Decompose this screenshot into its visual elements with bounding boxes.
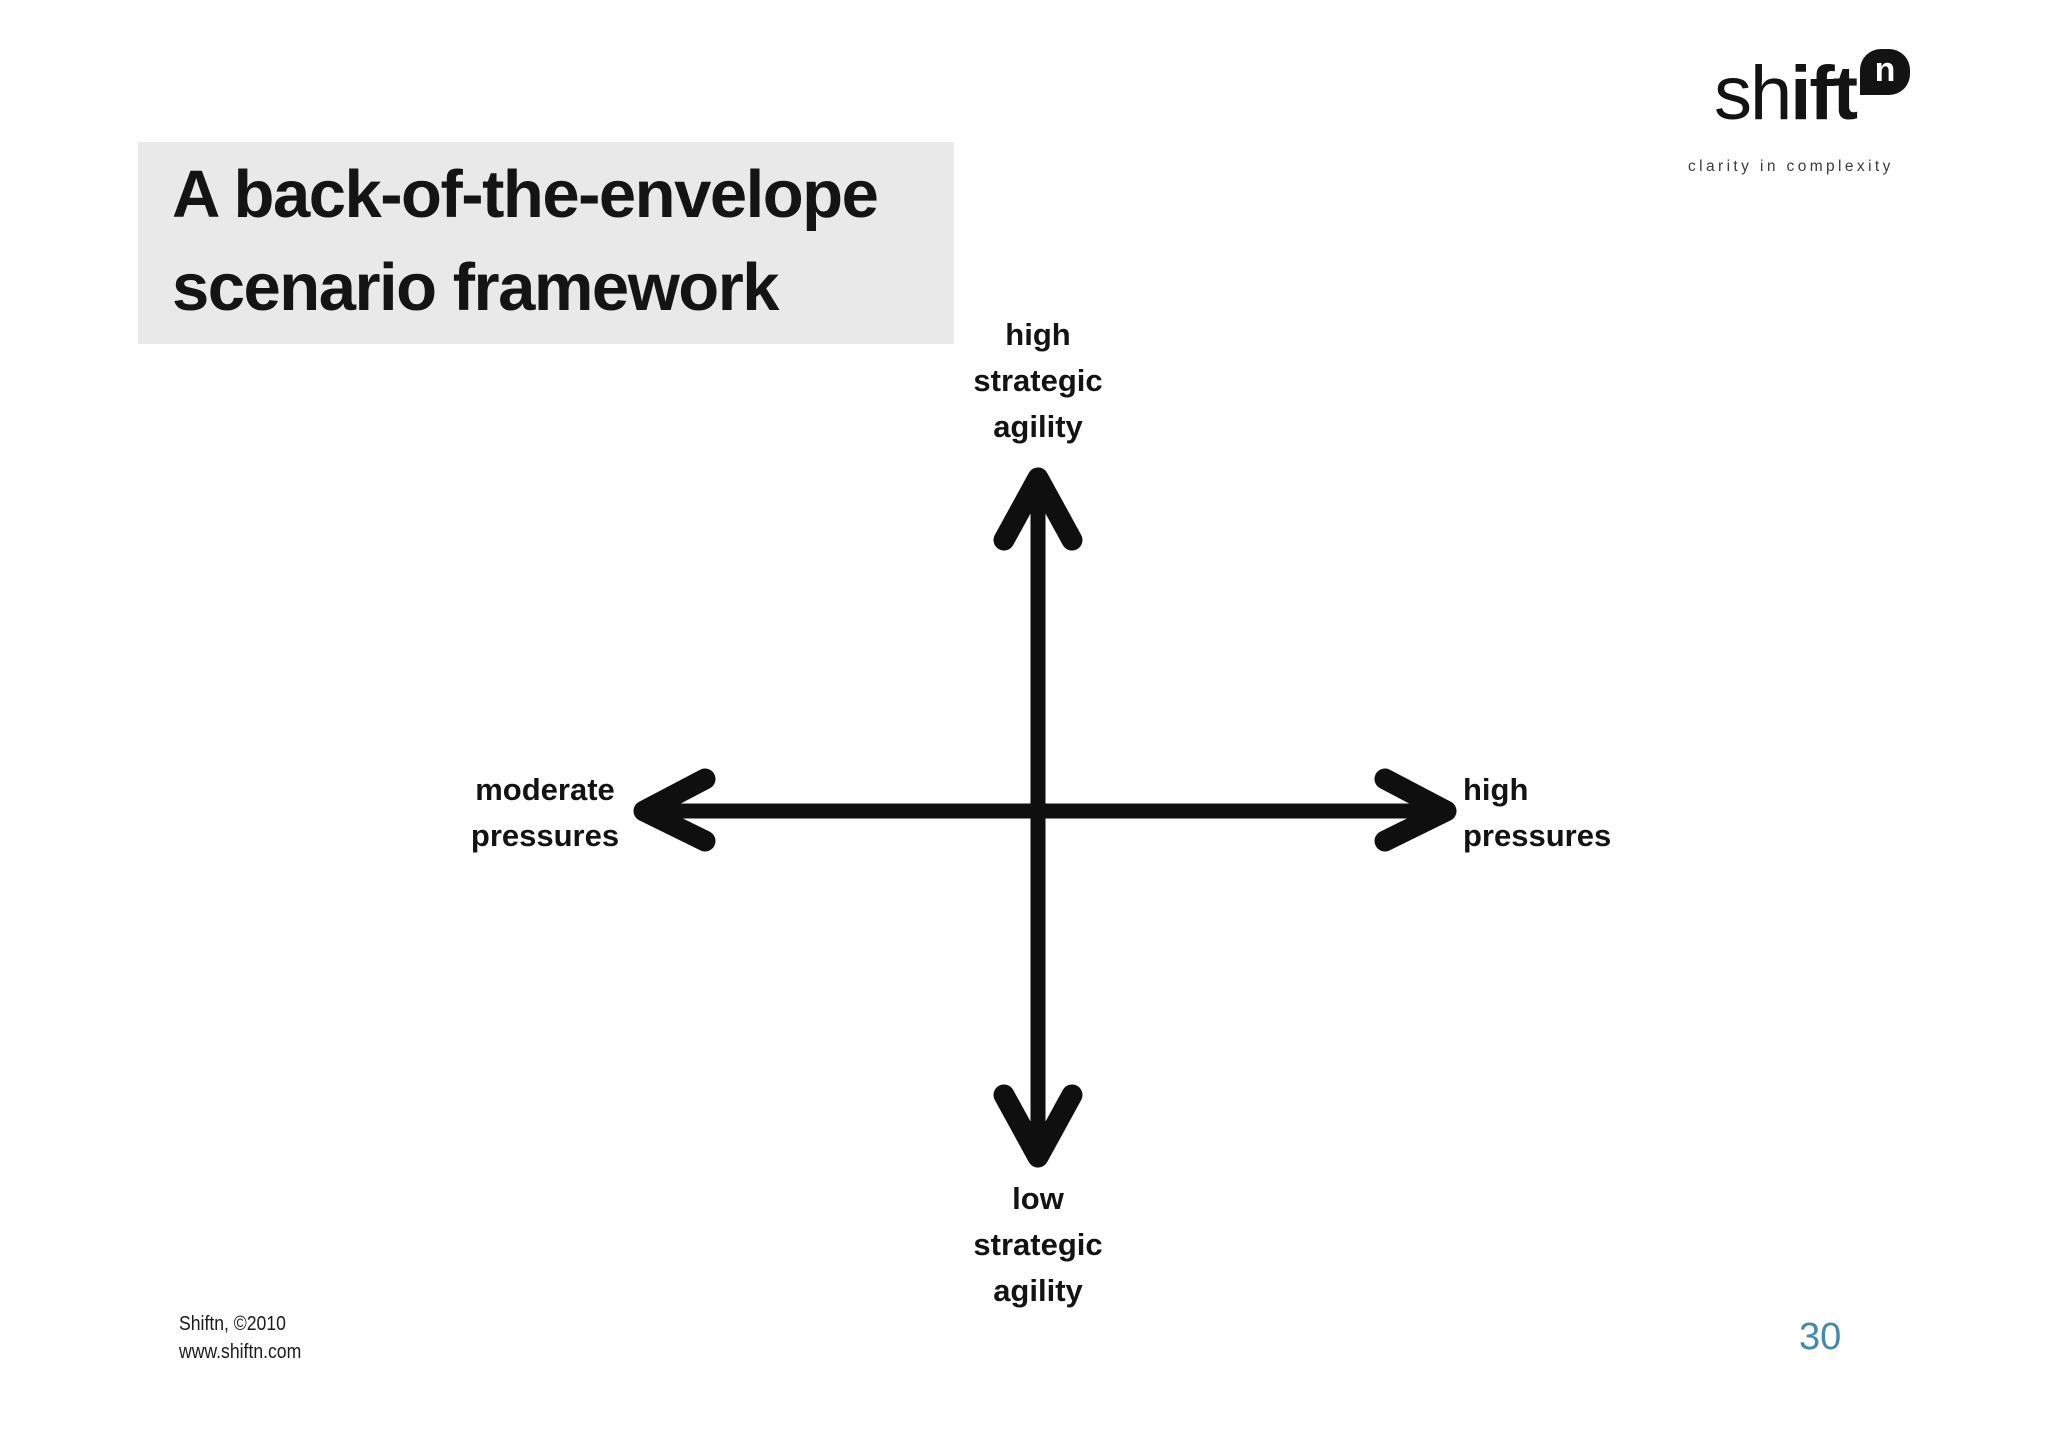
axis-label-bottom-line-3: agility [993,1273,1083,1308]
logo-text-bold: ift [1790,51,1858,136]
logo-badge-letter: n [1874,51,1896,89]
arrowhead-up-icon [993,467,1083,551]
axis-label-top-line-2: strategic [973,363,1103,398]
axis-label-top: high strategic agility [973,312,1102,450]
title-box: A back-of-the-envelope scenario framewor… [138,142,954,344]
logo-text-light: sh [1714,51,1792,136]
axis-label-right-line-1: high [1463,772,1529,807]
page-number: 30 [1799,1316,1842,1358]
footer: Shiftn, ©2010 www.shiftn.com [179,1310,301,1366]
arrowhead-down-icon [993,1084,1083,1168]
page-title: A back-of-the-envelope scenario framewor… [172,148,879,334]
logo-n-badge-icon: n [1860,49,1911,95]
axis-label-right-line-2: pressures [1463,818,1612,853]
page-title-line-2: scenario framework [172,250,780,325]
axis-label-right: high pressures [1463,767,1611,859]
axis-label-top-line-3: agility [993,409,1083,444]
axis-label-bottom-line-1: low [1012,1181,1064,1216]
arrowhead-left-icon [633,768,716,852]
arrowhead-right-icon [1374,768,1457,852]
page-title-line-1: A back-of-the-envelope [172,157,879,232]
axis-label-left: moderate pressures [440,767,650,859]
axis-label-bottom: low strategic agility [973,1176,1102,1314]
axis-label-top-line-1: high [1005,317,1071,352]
axis-label-left-line-2: pressures [470,818,620,853]
axis-label-bottom-line-2: strategic [973,1227,1103,1262]
logo-tagline: clarity in complexity [1688,158,1894,175]
footer-credit: Shiftn, ©2010 [179,1313,286,1335]
axis-label-left-line-1: moderate [475,772,615,807]
footer-website: www.shiftn.com [179,1341,302,1363]
